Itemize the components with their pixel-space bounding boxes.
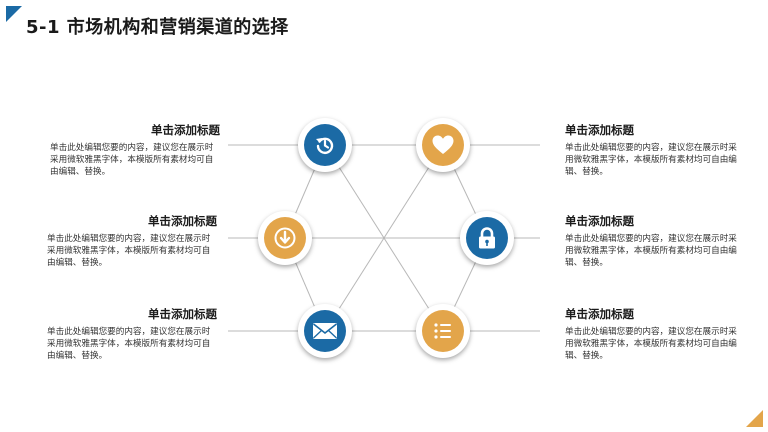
node-list [416, 304, 470, 358]
text-block-left-1: 单击添加标题 单击此处编辑您要的内容，建议您在展示时采用微软雅黑字体，本模版所有… [50, 122, 220, 178]
node-history [298, 118, 352, 172]
text-block-left-2: 单击添加标题 单击此处编辑您要的内容，建议您在展示时采用微软雅黑字体，本模版所有… [47, 213, 217, 269]
download-icon [274, 227, 296, 249]
block-heading: 单击添加标题 [565, 307, 634, 321]
block-body: 单击此处编辑您要的内容，建议您在展示时采用微软雅黑字体，本模版所有素材均可自由编… [565, 327, 737, 361]
node-lock [460, 211, 514, 265]
corner-decoration-top-left [6, 6, 22, 22]
corner-decoration-bottom-right [746, 410, 763, 427]
node-envelope [298, 304, 352, 358]
text-block-right-2: 单击添加标题 单击此处编辑您要的内容，建议您在展示时采用微软雅黑字体，本模版所有… [565, 213, 740, 269]
text-block-right-1: 单击添加标题 单击此处编辑您要的内容，建议您在展示时采用微软雅黑字体，本模版所有… [565, 122, 740, 178]
block-body: 单击此处编辑您要的内容，建议您在展示时采用微软雅黑字体，本模版所有素材均可自由编… [50, 143, 214, 177]
node-download [258, 211, 312, 265]
block-body: 单击此处编辑您要的内容，建议您在展示时采用微软雅黑字体，本模版所有素材均可自由编… [565, 143, 737, 177]
hex-diagonal [324, 144, 444, 332]
history-icon [316, 137, 334, 155]
block-heading: 单击添加标题 [151, 123, 220, 137]
text-block-left-3: 单击添加标题 单击此处编辑您要的内容，建议您在展示时采用微软雅黑字体，本模版所有… [47, 306, 217, 362]
text-block-right-3: 单击添加标题 单击此处编辑您要的内容，建议您在展示时采用微软雅黑字体，本模版所有… [565, 306, 740, 362]
envelope-icon [313, 323, 337, 339]
block-body: 单击此处编辑您要的内容，建议您在展示时采用微软雅黑字体，本模版所有素材均可自由编… [47, 234, 211, 268]
block-heading: 单击添加标题 [148, 307, 217, 321]
block-body: 单击此处编辑您要的内容，建议您在展示时采用微软雅黑字体，本模版所有素材均可自由编… [565, 234, 737, 268]
slide-title: 5-1 市场机构和营销渠道的选择 [26, 17, 289, 38]
block-heading: 单击添加标题 [565, 214, 634, 228]
block-body: 单击此处编辑您要的内容，建议您在展示时采用微软雅黑字体，本模版所有素材均可自由编… [47, 327, 211, 361]
block-heading: 单击添加标题 [148, 214, 217, 228]
block-heading: 单击添加标题 [565, 123, 634, 137]
lock-icon [479, 227, 495, 249]
heart-icon [432, 135, 454, 154]
list-icon [434, 323, 451, 339]
node-heart [416, 118, 470, 172]
